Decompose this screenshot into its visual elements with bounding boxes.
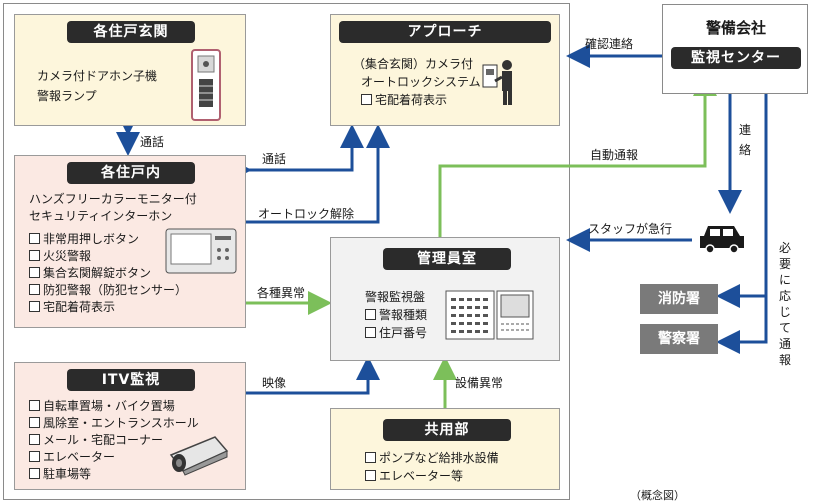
common-check-2: エレベーター等 (365, 467, 463, 485)
checkbox-icon (29, 250, 40, 261)
caption: （概念図） (630, 489, 685, 502)
checkbox-icon (365, 470, 376, 481)
talk-label-1: 通話 (140, 135, 165, 149)
manager-check-1: 警報種類 (365, 306, 427, 324)
security-company-title: 警備会社 (705, 19, 766, 37)
checkbox-icon (29, 434, 40, 445)
doorphone-icon (191, 49, 221, 121)
itv-check-2: 風除室・エントランスホール (29, 414, 199, 432)
approach-title: アプローチ (339, 21, 551, 43)
unit-check-2: 火災警報 (29, 247, 91, 265)
autolock-label: オートロック解除 (258, 207, 355, 221)
intercom-monitor-icon (165, 228, 237, 274)
itv-check-3: メール・宅配コーナー (29, 431, 163, 449)
common-box: 共用部 ポンプなど給排水設備 エレベーター等 (330, 408, 560, 490)
security-camera-icon (169, 436, 229, 476)
checkbox-icon (361, 94, 372, 105)
checkbox-icon (365, 452, 376, 463)
approach-box: アプローチ （集合玄関）カメラ付 オートロックシステム 宅配着荷表示 (330, 14, 560, 126)
autolock-link (246, 124, 390, 224)
common-check-1: ポンプなど給排水設備 (365, 449, 499, 467)
checkbox-icon (29, 400, 40, 411)
itv-title: ITV監視 (67, 369, 195, 391)
autolock-panel-icon (482, 60, 512, 105)
unit-check-5: 宅配着荷表示 (29, 298, 115, 316)
police-station-tag: 警察署 (640, 324, 718, 354)
manager-line: 警報監視盤 (365, 290, 426, 304)
unit-box: 各住戸内 ハンズフリーカラーモニター付 セキュリティインターホン 非常用押しボタ… (14, 155, 246, 328)
checkbox-icon (29, 267, 40, 278)
door-box: 各住戸玄関 カメラ付ドアホン子機 警報ランプ (14, 14, 246, 126)
checkbox-icon (29, 301, 40, 312)
checkbox-icon (29, 468, 40, 479)
approach-line-1: （集合玄関）カメラ付 (353, 57, 474, 71)
video-label: 映像 (262, 376, 287, 390)
auto-report-label: 自動通報 (590, 148, 639, 162)
car-icon (700, 226, 744, 254)
checkbox-icon (29, 451, 40, 462)
staff-label: スタッフが急行 (588, 222, 673, 236)
manager-box: 管理員室 警報監視盤 警報種類 住戸番号 (330, 237, 560, 361)
confirm-label: 確認連絡 (585, 37, 634, 51)
door-line-1: カメラ付ドアホン子機 (37, 69, 158, 83)
alarm-panel-icon (445, 290, 534, 340)
unit-check-4: 防犯警報（防犯センサー） (29, 281, 187, 299)
common-title: 共用部 (383, 419, 511, 441)
itv-check-4: エレベーター (29, 448, 115, 466)
approach-line-2: オートロックシステム (361, 75, 481, 89)
as-needed-label: 必要に応じて通報 (778, 241, 791, 367)
equipment-label: 設備異常 (455, 376, 504, 390)
checkbox-icon (29, 233, 40, 244)
alarms-label: 各種異常 (257, 286, 306, 300)
monitoring-center-label: 監視センター (671, 47, 801, 69)
unit-line-1: ハンズフリーカラーモニター付 (29, 192, 197, 206)
police-link (716, 290, 768, 354)
unit-check-3: 集合玄関解錠ボタン (29, 264, 151, 282)
unit-check-1: 非常用押しボタン (29, 230, 139, 248)
checkbox-icon (29, 284, 40, 295)
itv-check-5: 駐車場等 (29, 465, 91, 483)
fire-station-tag: 消防署 (640, 284, 718, 314)
checkbox-icon (365, 309, 376, 320)
contact-label: 連絡 (738, 123, 751, 157)
checkbox-icon (365, 327, 376, 338)
checkbox-icon (29, 417, 40, 428)
itv-check-1: 自転車置場・バイク置場 (29, 397, 175, 415)
talk-label-2: 通話 (262, 152, 287, 166)
manager-title: 管理員室 (383, 248, 511, 270)
door-line-2: 警報ランプ (37, 89, 97, 103)
manager-check-2: 住戸番号 (365, 324, 427, 342)
security-company-box: 警備会社 監視センター (662, 4, 808, 94)
auto-report-link (438, 72, 717, 238)
video-link (246, 356, 380, 395)
unit-line-2: セキュリティインターホン (29, 209, 173, 223)
unit-title: 各住戸内 (67, 162, 195, 184)
itv-box: ITV監視 自転車置場・バイク置場 風除室・エントランスホール メール・宅配コー… (14, 362, 246, 490)
unit-approach-talk-link (228, 124, 364, 182)
approach-check-1: 宅配着荷表示 (361, 91, 447, 109)
door-title: 各住戸玄関 (67, 21, 195, 43)
